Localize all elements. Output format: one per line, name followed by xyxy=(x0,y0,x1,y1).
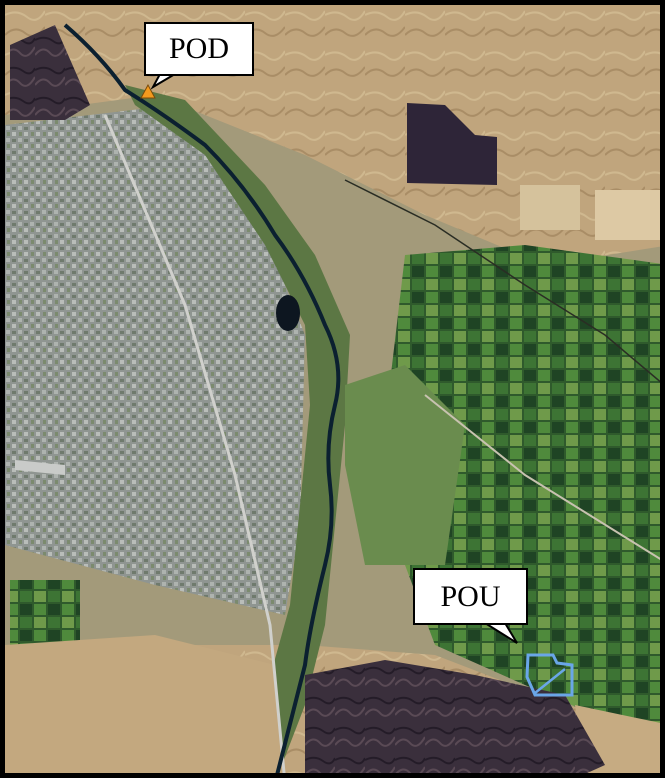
highway xyxy=(103,114,286,773)
road-creek xyxy=(344,179,660,383)
river-corridor xyxy=(125,85,350,773)
city-area xyxy=(5,105,305,615)
light-clearing xyxy=(595,190,660,240)
runway xyxy=(15,460,65,475)
parcel-divider xyxy=(534,668,566,694)
callout-tail-pou xyxy=(481,621,518,644)
dark-burn-area xyxy=(407,103,497,185)
callout-pod: POD xyxy=(144,22,254,76)
parcel-outline-icon xyxy=(525,653,574,697)
farmland-central xyxy=(345,365,465,565)
road-east xyxy=(424,394,660,560)
pod-label: POD xyxy=(168,32,229,65)
farmland-southwest xyxy=(10,580,80,645)
dark-hills-south xyxy=(305,660,605,773)
callout-pou: POU xyxy=(413,568,528,625)
light-clearing xyxy=(520,185,580,230)
river xyxy=(63,23,341,773)
pou-label: POU xyxy=(440,579,501,613)
dark-hills-northwest xyxy=(10,25,90,120)
pond xyxy=(276,295,300,331)
triangle-marker-icon xyxy=(140,83,156,99)
hills-south xyxy=(5,635,285,773)
satellite-image xyxy=(5,5,660,773)
